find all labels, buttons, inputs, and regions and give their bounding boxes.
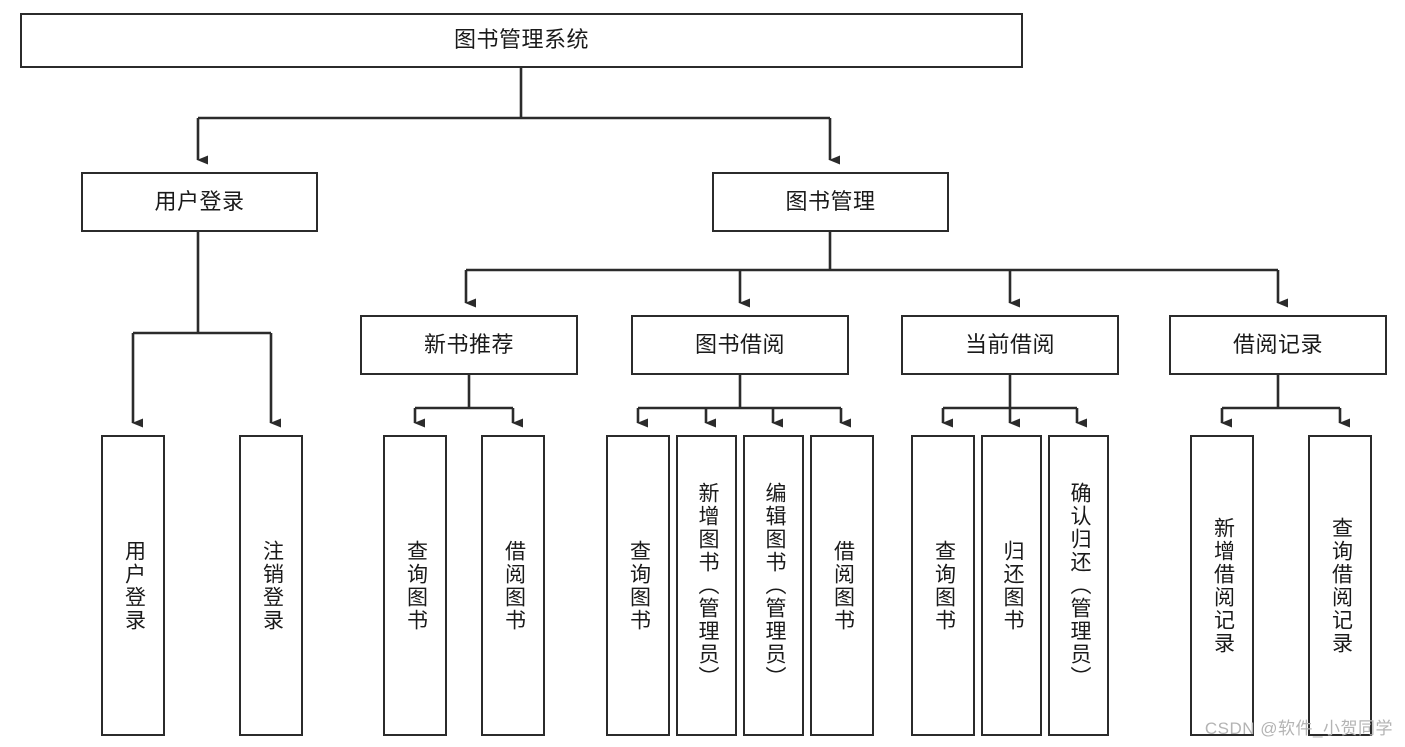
node-borrow-record[interactable]: 借阅记录 [1169,315,1387,375]
node-book-manage[interactable]: 图书管理 [712,172,949,232]
node-label: 新增图书（管理员） [695,482,719,689]
leaf-logout[interactable]: 注销登录 [239,435,303,736]
node-label: 编辑图书（管理员） [762,482,786,689]
leaf-confirm-return-admin[interactable]: 确认归还（管理员） [1048,435,1109,736]
csdn-watermark: CSDN @软件_小贺同学 [1204,719,1393,738]
node-root-system[interactable]: 图书管理系统 [20,13,1023,68]
node-label: 用户登录 [154,188,245,214]
node-book-borrow[interactable]: 图书借阅 [631,315,849,375]
leaf-add-book-admin[interactable]: 新增图书（管理员） [676,435,737,736]
node-label: 归还图书 [1000,539,1024,632]
node-label: 注销登录 [260,539,284,632]
node-user-login[interactable]: 用户登录 [81,172,318,232]
leaf-borrow-book-recommend[interactable]: 借阅图书 [481,435,545,736]
node-label: 查询图书 [404,539,428,632]
node-label: 图书管理系统 [453,27,589,53]
node-label: 当前借阅 [964,331,1055,357]
leaf-user-login[interactable]: 用户登录 [101,435,165,736]
node-label: 查询图书 [627,539,651,632]
node-label: 查询图书 [932,539,956,632]
node-label: 查询借阅记录 [1329,516,1353,655]
node-label: 图书借阅 [694,331,785,357]
leaf-query-book-recommend[interactable]: 查询图书 [383,435,447,736]
leaf-add-borrow-record[interactable]: 新增借阅记录 [1190,435,1254,736]
leaf-query-borrow-record[interactable]: 查询借阅记录 [1308,435,1372,736]
leaf-edit-book-admin[interactable]: 编辑图书（管理员） [743,435,804,736]
node-label: 用户登录 [122,539,146,632]
node-label: 借阅记录 [1232,331,1323,357]
leaf-borrow-book-borrow[interactable]: 借阅图书 [810,435,874,736]
node-label: 新书推荐 [423,331,514,357]
leaf-return-book[interactable]: 归还图书 [981,435,1042,736]
node-label: 确认归还（管理员） [1067,482,1091,689]
node-label: 借阅图书 [831,539,855,632]
node-current-borrow[interactable]: 当前借阅 [901,315,1119,375]
leaf-query-book-borrow[interactable]: 查询图书 [606,435,670,736]
node-new-book-recommend[interactable]: 新书推荐 [360,315,578,375]
leaf-query-book-current[interactable]: 查询图书 [911,435,975,736]
node-label: 新增借阅记录 [1211,516,1235,655]
node-label: 借阅图书 [502,539,526,632]
node-label: 图书管理 [785,188,876,214]
